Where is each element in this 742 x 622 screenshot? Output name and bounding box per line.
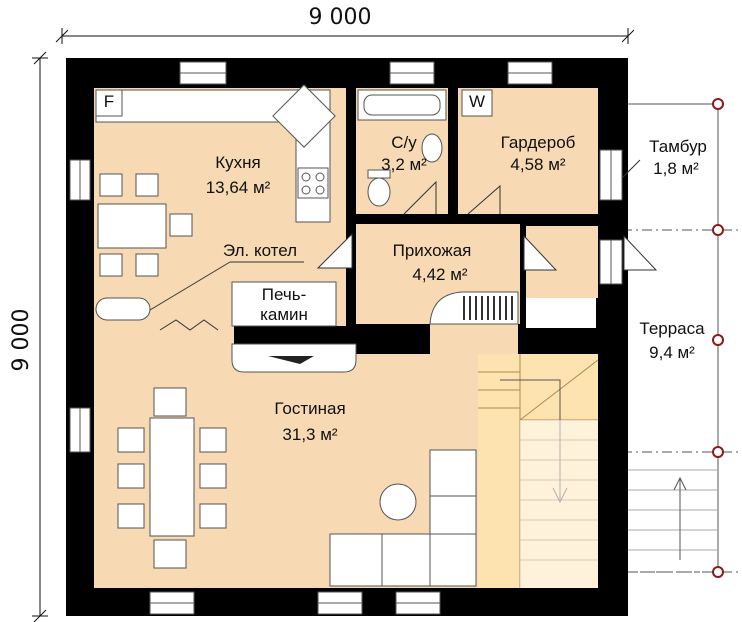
wardrobe-area: 4,58 м² xyxy=(510,155,565,174)
chair-icon xyxy=(117,463,145,489)
column-icon xyxy=(712,224,724,236)
washer-icon xyxy=(461,89,493,117)
dimension-top-label: 9 000 xyxy=(309,5,372,30)
chair-icon xyxy=(199,463,227,489)
hall-closet-rail xyxy=(429,291,519,325)
boiler-label: Эл. котел xyxy=(223,241,297,260)
washbasin-icon xyxy=(421,133,443,163)
doors xyxy=(316,180,658,271)
hall-closet xyxy=(526,298,596,328)
chair-icon xyxy=(199,427,227,453)
kitchen-name: Кухня xyxy=(215,153,261,172)
fireplace-label-2: камин xyxy=(260,305,308,324)
living-name: Гостиная xyxy=(274,399,345,418)
chair-icon xyxy=(153,387,187,417)
hall-floor-lower xyxy=(430,324,518,354)
terrace-area: 9,4 м² xyxy=(649,343,695,362)
sink-icon xyxy=(272,84,336,148)
door-wardrobe xyxy=(467,184,501,215)
door-wc xyxy=(403,180,437,215)
door-entrance xyxy=(623,234,658,271)
living-area: 31,3 м² xyxy=(282,425,337,444)
coffee-table-icon xyxy=(379,483,417,521)
door-kitchen-hall xyxy=(316,232,353,269)
wc-fixtures xyxy=(357,89,447,207)
stove-icon xyxy=(297,167,329,199)
boiler-icon xyxy=(95,297,151,321)
hall-area: 4,42 м² xyxy=(412,265,467,284)
wc-name: С/у xyxy=(391,133,417,152)
door-vestibule xyxy=(523,234,558,271)
living-furniture xyxy=(117,387,477,587)
chair-icon xyxy=(99,173,123,197)
wardrobe-name: Гардероб xyxy=(501,133,576,152)
column-icon xyxy=(712,446,724,458)
chair-icon xyxy=(99,253,123,277)
dimension-top xyxy=(55,28,635,44)
dining-table xyxy=(149,417,195,537)
chair-icon xyxy=(135,173,159,197)
chair-icon xyxy=(169,213,193,237)
kitchen-area: 13,64 м² xyxy=(206,178,271,197)
washer-label: W xyxy=(469,92,485,111)
fridge-icon xyxy=(95,89,123,117)
column-icon xyxy=(712,98,724,110)
column-icon xyxy=(712,334,724,346)
vestibule-name: Тамбур xyxy=(649,137,707,156)
hall-name: Прихожая xyxy=(393,241,472,260)
fridge-label: F xyxy=(104,92,114,111)
terrace xyxy=(622,98,740,578)
wc-area: 3,2 м² xyxy=(381,155,427,174)
living-floor-nook xyxy=(94,326,234,354)
fireplace xyxy=(159,281,357,373)
fireplace-label-1: Печь- xyxy=(262,285,306,304)
chair-icon xyxy=(153,539,187,569)
staircase xyxy=(478,354,599,588)
vestibule-area: 1,8 м² xyxy=(653,159,699,178)
terrace-name: Терраса xyxy=(639,319,705,338)
kitchen-table xyxy=(97,203,167,249)
chair-icon xyxy=(135,253,159,277)
dimension-left-label: 9 000 xyxy=(9,309,34,372)
chair-icon xyxy=(117,503,145,529)
chair-icon xyxy=(199,503,227,529)
kitchen-fixtures xyxy=(95,84,336,321)
wardrobe-fixtures xyxy=(461,89,493,117)
column-icon xyxy=(712,566,724,578)
chair-icon xyxy=(117,427,145,453)
dimension-left xyxy=(32,51,48,622)
